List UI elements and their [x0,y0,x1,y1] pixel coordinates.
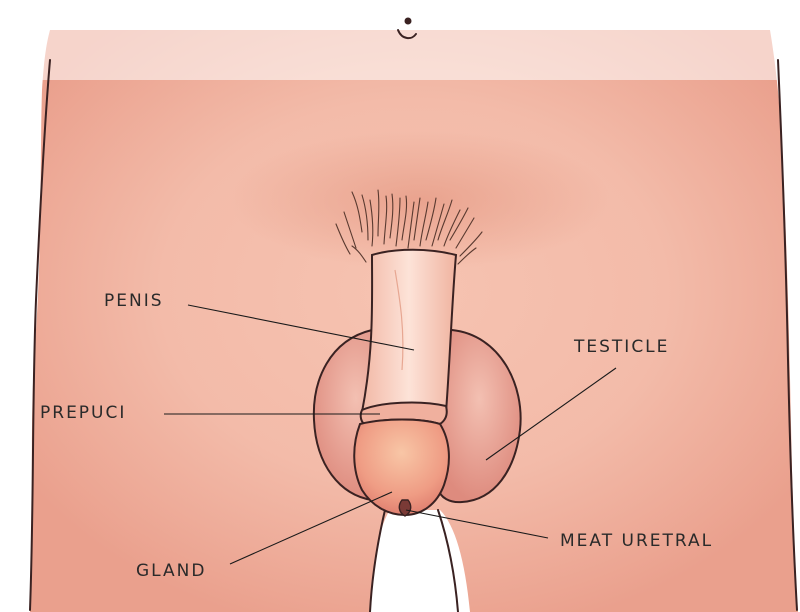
label-meat-uretral: MEAT URETRAL [560,531,713,551]
label-prepuci: PREPUCI [40,403,126,423]
label-testicle: TESTICLE [573,337,669,357]
penis-shaft [362,250,456,412]
label-gland: GLAND [136,561,206,581]
urethral-meatus [399,500,410,516]
navel-dot [405,18,412,25]
label-penis: PENIS [104,291,164,311]
upper-fade [0,0,800,80]
